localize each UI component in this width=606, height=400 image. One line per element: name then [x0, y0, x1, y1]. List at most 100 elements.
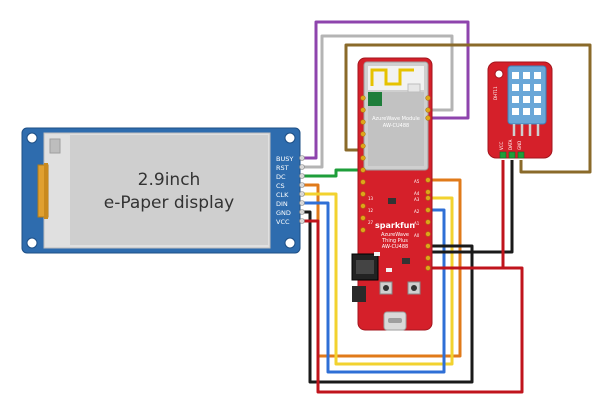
boot-button-cap[interactable]: [411, 285, 417, 291]
sensor-name: DHT11: [493, 86, 498, 100]
mount-hole: [284, 132, 296, 144]
sensor-pin-data[interactable]: [508, 151, 516, 159]
display-title-line2: e-Paper display: [104, 193, 235, 213]
mcu-board: AzureWave Module AW-CU488 sparkfun Azure…: [351, 57, 433, 331]
right-pin[interactable]: [425, 189, 431, 195]
pin-label-rst: RST: [276, 164, 289, 172]
left-pin[interactable]: [360, 167, 366, 173]
pin-label-a1: A1: [414, 221, 420, 226]
battery-connector-inner: [356, 260, 374, 274]
component: [386, 268, 392, 272]
pin-label-busy: BUSY: [276, 155, 293, 163]
board-name-line1: AzureWave: [381, 232, 409, 238]
wire-cs: [300, 178, 462, 358]
board-name-line3: AW-CU488: [382, 244, 408, 250]
wires: [300, 20, 592, 394]
sensor-mount-hole: [494, 69, 504, 79]
pin-busy[interactable]: [299, 155, 305, 161]
left-pin[interactable]: [360, 179, 366, 185]
antenna-trace: [370, 68, 414, 86]
right-pin[interactable]: [425, 95, 431, 101]
wire-clk: [300, 192, 454, 366]
right-pin[interactable]: [425, 243, 431, 249]
wire-rst: [300, 34, 454, 169]
qwiic-connector: [352, 286, 366, 302]
pin-label-27: 27: [368, 220, 374, 225]
display-screen: [70, 135, 268, 245]
pin-label-13: 13: [368, 196, 374, 201]
left-pin[interactable]: [360, 95, 366, 101]
pin-label-a4: A4: [414, 191, 420, 196]
right-pin[interactable]: [425, 255, 431, 261]
board-right-header: [425, 95, 431, 271]
pin-cs[interactable]: [299, 182, 305, 188]
wire-gnd-sensor: [430, 160, 514, 254]
pin-gnd[interactable]: [299, 209, 305, 215]
mount-hole: [26, 237, 38, 249]
right-pin[interactable]: [425, 107, 431, 113]
pin-din[interactable]: [299, 200, 305, 206]
right-pin[interactable]: [425, 207, 431, 213]
left-pin[interactable]: [360, 191, 366, 197]
board-right-pin-labels: A5 A4 A3 A2 A1 A0: [414, 179, 420, 238]
module-label-line1: AzureWave Module: [372, 116, 420, 122]
sensor-grille: [512, 72, 541, 115]
left-pin[interactable]: [360, 203, 366, 209]
pin-label-din: DIN: [276, 200, 288, 208]
pin-label-dc: DC: [276, 173, 286, 181]
board-left-header: [360, 95, 366, 233]
sensor-legs: [512, 124, 540, 136]
mount-hole: [284, 237, 296, 249]
left-pin[interactable]: [360, 227, 366, 233]
sensor-pin-header: [499, 151, 525, 159]
right-pin[interactable]: [425, 265, 431, 271]
left-pin[interactable]: [360, 215, 366, 221]
wire-dc: [300, 168, 362, 178]
pin-label-12: 12: [368, 208, 374, 213]
board-brand: sparkfun: [375, 221, 415, 230]
pin-label-clk: CLK: [276, 191, 289, 199]
right-pin[interactable]: [425, 195, 431, 201]
pin-vcc[interactable]: [299, 218, 305, 224]
right-pin[interactable]: [425, 231, 431, 237]
board-left-pin-labels: 13 12 27: [368, 196, 374, 225]
dht11-sensor: DHT11 VCC DATA GND: [487, 61, 553, 159]
module-label-line2: AW-CU488: [383, 123, 409, 129]
left-pin[interactable]: [360, 107, 366, 113]
right-pin[interactable]: [425, 177, 431, 183]
pin-dc[interactable]: [299, 173, 305, 179]
display-title-line1: 2.9inch: [138, 170, 201, 190]
sensor-pin-label-vcc: VCC: [499, 141, 504, 150]
wire-busy: [300, 20, 470, 160]
sensor-pin-label-data: DATA: [508, 139, 513, 150]
pin-rst[interactable]: [299, 164, 305, 170]
sensor-pin-gnd[interactable]: [517, 151, 525, 159]
left-pin[interactable]: [360, 143, 366, 149]
sensor-pin-label-gnd: GND: [517, 141, 522, 150]
pin-label-cs: CS: [276, 182, 285, 190]
component: [388, 198, 396, 204]
driver-chip: [49, 138, 61, 154]
pin-clk[interactable]: [299, 191, 305, 197]
mount-hole: [26, 132, 38, 144]
pin-label-a5: A5: [414, 179, 420, 184]
left-pin[interactable]: [360, 131, 366, 137]
sensor-pin-vcc[interactable]: [499, 151, 507, 159]
wire-din: [300, 201, 446, 374]
pin-label-a3: A3: [414, 197, 420, 202]
pin-label-a2: A2: [414, 209, 420, 214]
component: [374, 252, 380, 256]
module-marker: [368, 92, 382, 106]
usb-c-inner: [388, 318, 402, 323]
component: [402, 258, 410, 264]
display-pin-labels: BUSY RST DC CS CLK DIN GND VCC: [276, 155, 293, 226]
board-name-line2: Thing Plus: [381, 238, 408, 244]
left-pin[interactable]: [360, 119, 366, 125]
right-pin[interactable]: [425, 115, 431, 121]
module-pad: [407, 83, 421, 93]
reset-button-cap[interactable]: [383, 285, 389, 291]
left-pin[interactable]: [360, 155, 366, 161]
wire-data: [344, 43, 592, 174]
right-pin[interactable]: [425, 219, 431, 225]
